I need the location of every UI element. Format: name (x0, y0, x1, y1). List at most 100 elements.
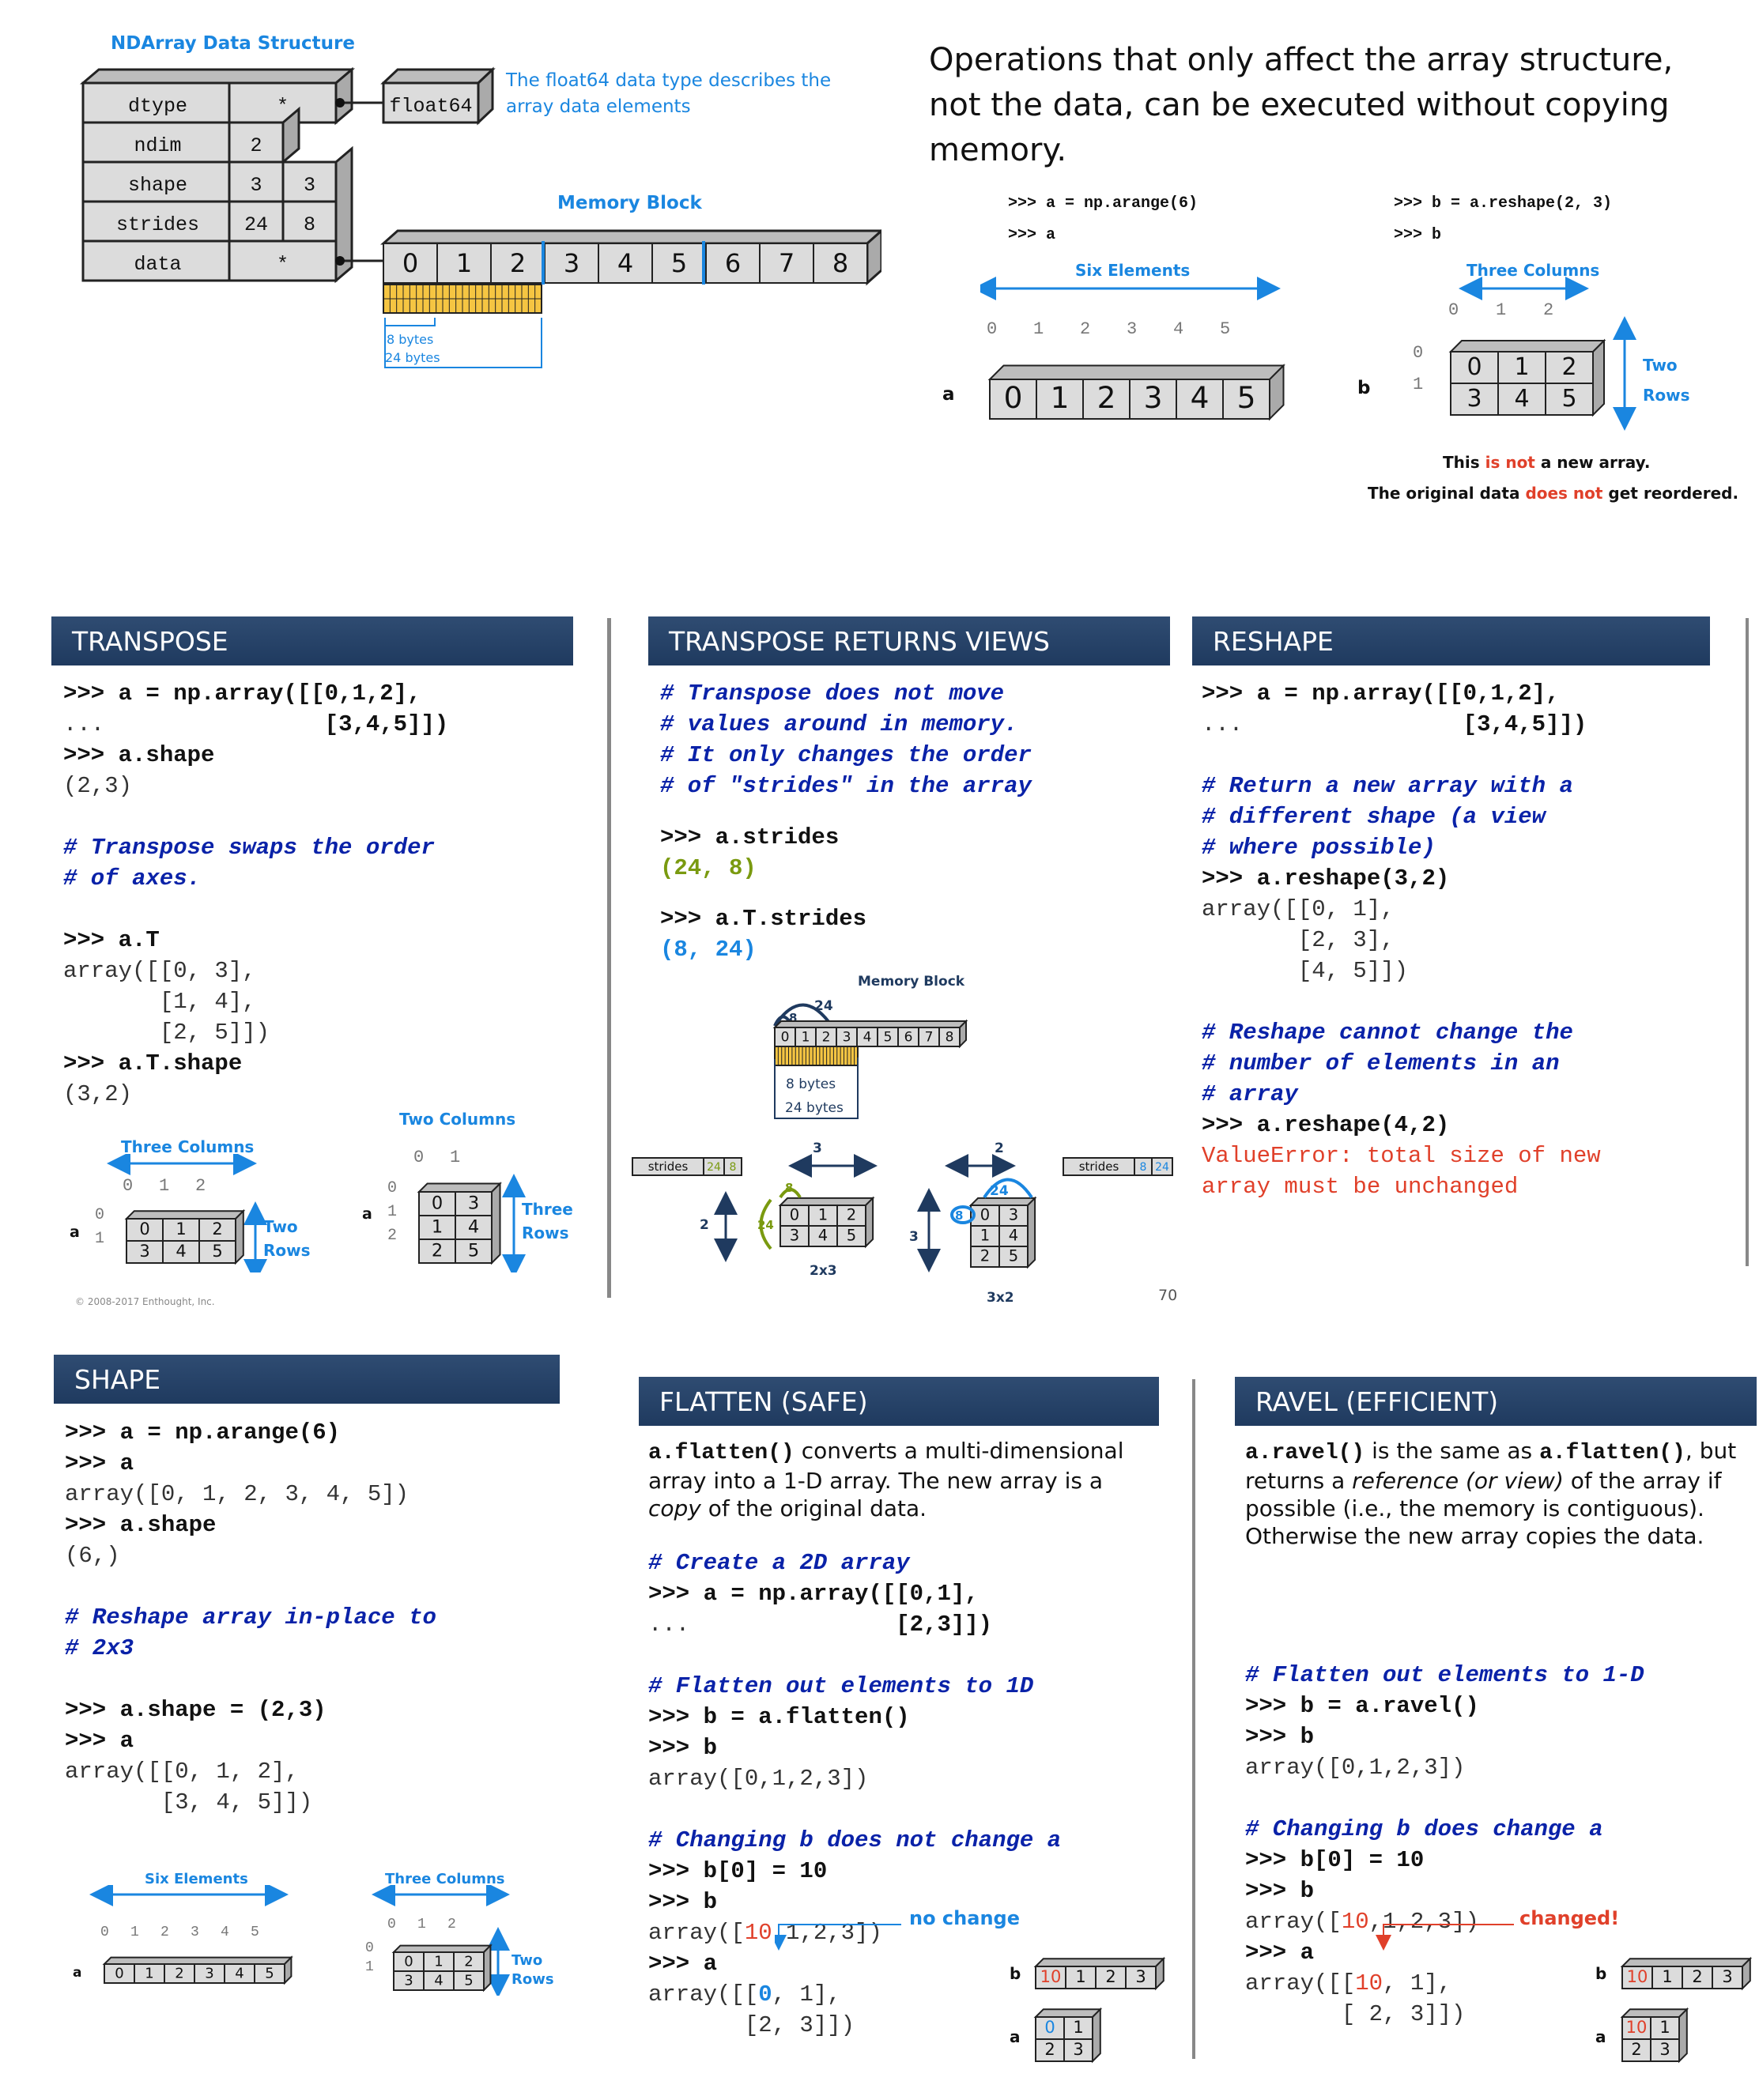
shape-a-cell: 3 (205, 1965, 213, 1981)
ops-code-b2: >>> b (1394, 226, 1442, 244)
memory-cell: 4 (617, 248, 633, 278)
page-number: 70 (1158, 1287, 1178, 1304)
shape-a-index: 0 (100, 1925, 109, 1940)
ops-b-col-index: 2 (1543, 300, 1554, 320)
views-a-cell-box (808, 1225, 838, 1247)
views-a-cell: 5 (847, 1227, 856, 1245)
transpose-a-row-index: 0 (95, 1206, 105, 1224)
views-mem-cell: 6 (904, 1029, 913, 1045)
shape-b-cell-box (423, 1951, 455, 1972)
views-strides-a-label: strides (648, 1159, 689, 1174)
bytes-8-label: 8 bytes (387, 332, 434, 347)
ops-b-top (1448, 340, 1606, 353)
views-n3-b: 3 (909, 1229, 919, 1245)
ops-code-a2: >>> a (1008, 226, 1056, 244)
row-strides-value-2: 8 (303, 213, 315, 236)
transpose-at-cell-box (455, 1239, 493, 1264)
ops-headline: Operations that only affect the array st… (929, 42, 1674, 168)
flatten-a-cell: 3 (1073, 2040, 1083, 2059)
views-n2-b: 2 (995, 1140, 1004, 1156)
ravel-b-cell: 3 (1722, 1967, 1732, 1986)
flatten-a-cell-box (1035, 2038, 1065, 2062)
shape-b-cell: 2 (464, 1953, 473, 1970)
views-mem-top (772, 1020, 968, 1028)
ravel-a-cell: 2 (1631, 2040, 1641, 2059)
views-strides-b-24: 24 (1155, 1161, 1169, 1174)
transpose-three-columns: Three Columns (121, 1137, 255, 1156)
ops-b-col-index: 0 (1448, 300, 1459, 320)
ops-b-cell-box (1545, 351, 1594, 384)
ops-b-cell: 0 (1466, 353, 1482, 381)
svg-text:8: 8 (789, 1011, 797, 1025)
transpose-a-cell: 2 (212, 1220, 222, 1239)
svg-text:24: 24 (814, 998, 833, 1014)
row-ndim-value: 2 (250, 134, 262, 157)
shape-b-cell: 5 (464, 1972, 473, 1989)
changed-note: changed! (1519, 1907, 1620, 1929)
views-at-side (1027, 1196, 1036, 1269)
ravel-b-cell: 10 (1627, 1967, 1648, 1986)
views-a-cell-box (808, 1205, 838, 1227)
ops-a-top (987, 364, 1285, 380)
shape-b-side (483, 1944, 492, 1993)
shape-b-row-index: 0 (365, 1940, 374, 1956)
dtype-note: The float64 data type describes the arra… (506, 70, 832, 117)
transpose-at-cell-box (455, 1191, 493, 1216)
transpose-at-cell: 1 (432, 1217, 443, 1238)
ravel-b-cell-box (1682, 1966, 1713, 1989)
views-mem-cell: 8 (946, 1029, 954, 1045)
shape-a-cell-box (134, 1963, 165, 1984)
ravel-b-cell: 2 (1692, 1967, 1702, 1986)
views-a-cell: 4 (818, 1227, 828, 1245)
views-strides-code: >>> a.strides (24, 8) (660, 824, 840, 881)
transpose-at-row-index: 1 (387, 1203, 398, 1221)
shape-a-cell-box (254, 1963, 285, 1984)
flatten-b-label: b (1010, 1964, 1021, 1983)
ops-note-1: This is not a new array. (1443, 453, 1651, 472)
ops-a-cell: 5 (1237, 380, 1256, 415)
transpose-a-label: a (70, 1223, 80, 1241)
ops-a-index: 5 (1220, 319, 1231, 339)
transpose-three: Three (522, 1200, 573, 1219)
ops-a-cell: 2 (1097, 380, 1116, 415)
shape-a-label: a (73, 1965, 82, 1981)
ravel-a-cell: 3 (1659, 2040, 1670, 2059)
ravel-a-cell-box (1621, 2016, 1651, 2040)
views-a-cell-box (836, 1225, 866, 1247)
transpose-code: >>> a = np.array([[0,1,2], ... [3,4,5]])… (63, 681, 449, 1107)
transpose-at-cell: 5 (468, 1241, 479, 1261)
ops-b-row-index: 1 (1413, 375, 1424, 394)
views-mem-cell-box (774, 1027, 796, 1047)
views-n3-a: 3 (813, 1140, 822, 1156)
shape-b-row-index: 1 (365, 1959, 374, 1975)
flatten-a-cell-box (1063, 2038, 1093, 2062)
shape-b-cell-box (423, 1970, 455, 1991)
shape-a-cell-box (194, 1963, 225, 1984)
ops-a-index: 1 (1033, 319, 1044, 339)
shape-a-cell: 4 (235, 1965, 243, 1981)
views-a-cell: 3 (790, 1227, 799, 1245)
views-strides-a-24: 24 (707, 1161, 721, 1174)
views-a-top (778, 1197, 875, 1206)
divider-left (607, 618, 611, 1298)
views-a-cell: 0 (790, 1206, 799, 1224)
ravel-b-top (1620, 1958, 1753, 1967)
divider-right (1746, 618, 1749, 1266)
ops-b-cell: 5 (1561, 385, 1576, 413)
shape-a-cell-box (224, 1963, 255, 1984)
shape-three-columns: Three Columns (385, 1871, 505, 1887)
ops-a-cell: 4 (1191, 380, 1210, 415)
ravel-a-cell-box (1650, 2038, 1680, 2062)
memory-cell: 6 (725, 248, 741, 278)
row-shape-value-1: 3 (250, 174, 262, 197)
views-strides-b-8: 8 (1140, 1161, 1147, 1174)
transpose-a-cell-box (198, 1240, 236, 1264)
transpose-at-cell: 0 (432, 1193, 443, 1214)
memory-cell: 3 (564, 248, 579, 278)
transpose-at-cell: 4 (468, 1217, 479, 1238)
transpose-a-cell: 4 (176, 1242, 186, 1261)
transpose-at-top (417, 1182, 502, 1193)
ravel-a-cell-box (1621, 2038, 1651, 2062)
shape-b-col-index: 0 (387, 1917, 396, 1932)
